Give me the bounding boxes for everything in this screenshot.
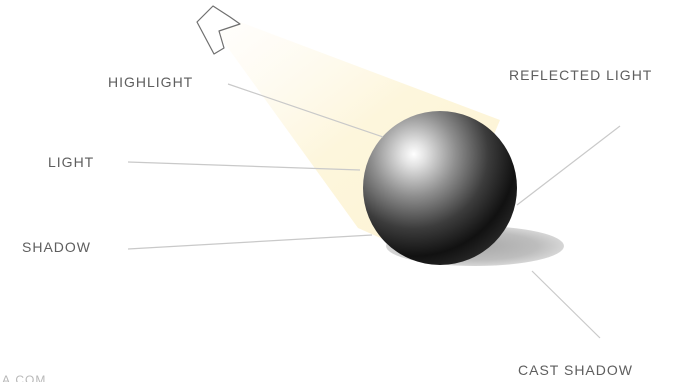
reflected-light-label: REFLECTED LIGHT (509, 67, 652, 83)
sphere (363, 111, 517, 265)
cast-shadow-leader-line (532, 271, 600, 338)
cast-shadow-label: CAST SHADOW (518, 362, 633, 378)
shadow-leader-line (128, 235, 372, 249)
reflected-light-leader-line (517, 126, 620, 205)
highlight-label: HIGHLIGHT (108, 74, 193, 90)
watermark-text: A.COM (2, 373, 46, 382)
light-label: LIGHT (48, 154, 94, 170)
shadow-label: SHADOW (22, 239, 91, 255)
